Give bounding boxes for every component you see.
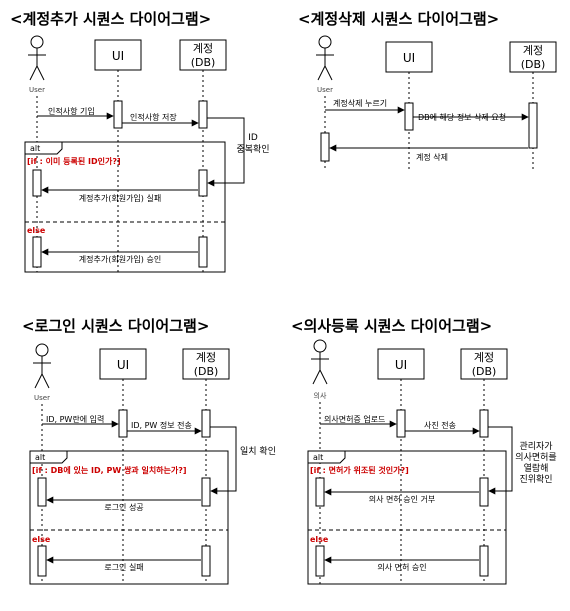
alt-condition: [if : 이미 등록된 ID인가?]	[27, 156, 121, 166]
note-label: 의사면허를	[515, 452, 556, 463]
note-label: 열람해	[524, 462, 549, 474]
db-participant-label: 계정	[523, 44, 543, 57]
activation-bar	[198, 169, 208, 197]
actor-label: User	[317, 86, 333, 94]
ui-participant-label: UI	[403, 51, 415, 65]
message-label: 의사 면허 승인 거부	[369, 494, 436, 504]
alt-label: alt	[35, 453, 45, 462]
message-label: 인적사항 기입	[48, 106, 95, 116]
activation-bar	[201, 409, 211, 438]
activation-bar	[528, 102, 538, 149]
message-label: 계정추가(회원가입) 실패	[79, 193, 161, 203]
self-check-arrow	[207, 117, 245, 187]
ui-participant-box	[99, 348, 147, 380]
db-participant-label: 계정	[196, 351, 216, 364]
activation-bar	[198, 236, 208, 268]
db-participant-label: (DB)	[191, 56, 216, 69]
note-label: 관리자가	[519, 441, 552, 452]
message-label: 로그인 성공	[104, 502, 143, 512]
actor-icon	[311, 339, 329, 385]
signup-sequence-diagram: <계정추가 시퀀스 다이어그램> User UI 계정 (DB)	[10, 10, 270, 273]
self-check-arrow	[210, 426, 237, 495]
activation-bar	[404, 102, 414, 131]
message-label: 계정 삭제	[416, 152, 448, 162]
activation-bar	[37, 545, 47, 577]
activation-bar	[113, 100, 123, 129]
ui-participant-box	[94, 39, 142, 71]
alt-label: alt	[313, 453, 323, 462]
else-label: else	[27, 226, 46, 235]
activation-bar	[479, 545, 489, 577]
activation-bar	[315, 477, 325, 507]
alt-condition: [if : DB에 있는 ID, PW 쌍과 일치하는가?]	[32, 465, 187, 475]
alt-tag	[29, 450, 68, 464]
ui-participant-box	[385, 41, 433, 73]
actor-label: 의사	[314, 391, 327, 400]
note-label: ID	[248, 133, 258, 143]
activation-bar	[32, 169, 42, 197]
login-title: <로그인 시퀀스 다이어그램>	[22, 317, 209, 335]
ui-participant-label: UI	[112, 49, 124, 63]
db-participant-box	[179, 39, 227, 71]
signup-title: <계정추가 시퀀스 다이어그램>	[10, 10, 211, 28]
activation-bar	[201, 545, 211, 577]
note-label: 중복확인	[236, 143, 269, 155]
db-participant-label: (DB)	[472, 365, 497, 378]
message-label: 계정추가(회원가입) 승인	[79, 254, 161, 264]
doctor-sequence-diagram: <의사등록 시퀀스 다이어그램> 의사 UI 계정 (DB) 의	[291, 317, 557, 585]
ui-participant-label: UI	[117, 358, 129, 372]
activation-bar	[320, 132, 330, 162]
activation-bar	[118, 409, 128, 438]
db-participant-box	[509, 41, 557, 73]
message-label: 로그인 실패	[104, 562, 143, 572]
alt-condition: [if : 면허가 위조된 것인가?]	[310, 465, 409, 475]
actor-icon	[33, 343, 51, 389]
message-label: 인적사항 저장	[130, 112, 177, 122]
actor-icon	[28, 35, 46, 81]
message-label: ID, PW란에 입력	[46, 414, 104, 424]
message-label: 의사 면허 승인	[377, 562, 426, 572]
alt-fragment	[29, 450, 229, 585]
activation-bar	[396, 409, 406, 438]
db-participant-label: 계정	[474, 351, 494, 364]
db-participant-label: 계정	[193, 42, 213, 55]
ui-participant-box	[377, 348, 425, 380]
alt-tag	[24, 141, 63, 155]
activation-bar	[201, 477, 211, 507]
activation-bar	[198, 100, 208, 129]
note-label: 진위확인	[519, 473, 552, 485]
self-check-arrow	[488, 426, 513, 495]
else-label: else	[32, 535, 51, 544]
note-label: 일치 확인	[240, 445, 276, 457]
doctor-title: <의사등록 시퀀스 다이어그램>	[291, 317, 492, 335]
activation-bar	[32, 236, 42, 268]
activation-bar	[479, 477, 489, 507]
alt-fragment	[307, 450, 507, 585]
db-participant-label: (DB)	[521, 58, 546, 71]
message-label: 사진 전송	[424, 420, 456, 430]
actor-label: User	[34, 394, 50, 402]
activation-bar	[37, 477, 47, 507]
db-participant-label: (DB)	[194, 365, 219, 378]
alt-tag	[307, 450, 346, 464]
else-label: else	[310, 535, 329, 544]
alt-label: alt	[30, 144, 40, 153]
message-label: DB에 해당 정보 삭제 요청	[418, 112, 506, 122]
alt-fragment	[24, 141, 226, 273]
delete-title: <계정삭제 시퀀스 다이어그램>	[298, 10, 499, 28]
actor-icon	[316, 35, 334, 81]
login-sequence-diagram: <로그인 시퀀스 다이어그램> User UI 계정 (DB)	[22, 317, 276, 585]
ui-participant-label: UI	[395, 358, 407, 372]
activation-bar	[479, 409, 489, 438]
delete-sequence-diagram: <계정삭제 시퀀스 다이어그램> User UI 계정 (DB) 계정삭제 누르…	[298, 10, 557, 170]
actor-label: User	[29, 86, 45, 94]
message-label: 계정삭제 누르기	[333, 98, 387, 108]
activation-bar	[315, 545, 325, 577]
message-label: ID, PW 정보 전송	[131, 420, 192, 430]
db-participant-box	[182, 348, 230, 380]
message-label: 의사면허증 업로드	[324, 414, 385, 424]
